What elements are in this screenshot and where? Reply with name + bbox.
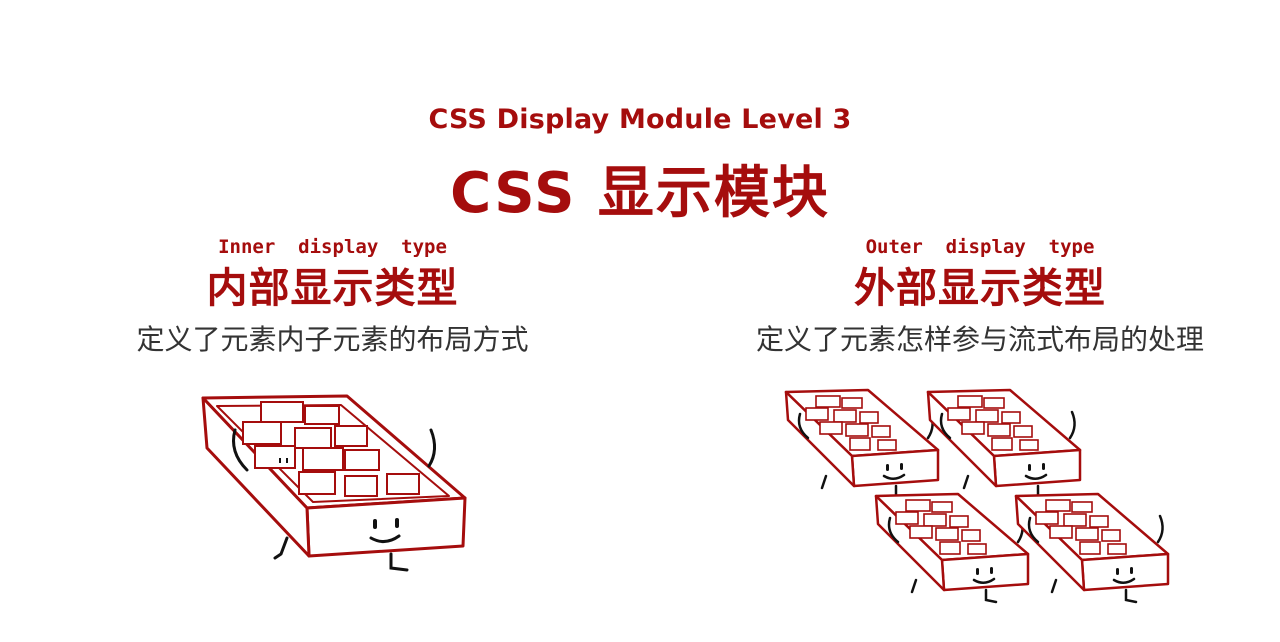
outer-tray-1 bbox=[784, 388, 940, 500]
outer-english-label: Outer display type bbox=[865, 236, 1095, 258]
outer-tray-2 bbox=[926, 388, 1082, 500]
inner-description: 定义了元素内子元素的布局方式 bbox=[136, 323, 529, 356]
inner-display-section: Inner display type 内部显示类型 定义了元素内子元素的布局方式 bbox=[100, 232, 565, 362]
inner-tray-illustration bbox=[201, 394, 467, 572]
outer-display-section: Outer display type 外部显示类型 定义了元素怎样参与流式布局的… bbox=[710, 232, 1250, 362]
module-subtitle: CSS Display Module Level 3 bbox=[428, 104, 852, 135]
outer-tray-4 bbox=[1014, 492, 1170, 604]
outer-tray-3 bbox=[874, 492, 1030, 604]
page-title: CSS 显示模块 bbox=[450, 161, 830, 226]
outer-trays-illustration bbox=[784, 388, 1170, 604]
outer-description: 定义了元素怎样参与流式布局的处理 bbox=[755, 323, 1204, 356]
inner-english-label: Inner display type bbox=[218, 236, 447, 258]
inner-chinese-heading: 内部显示类型 bbox=[206, 264, 459, 312]
outer-chinese-heading: 外部显示类型 bbox=[854, 264, 1106, 312]
